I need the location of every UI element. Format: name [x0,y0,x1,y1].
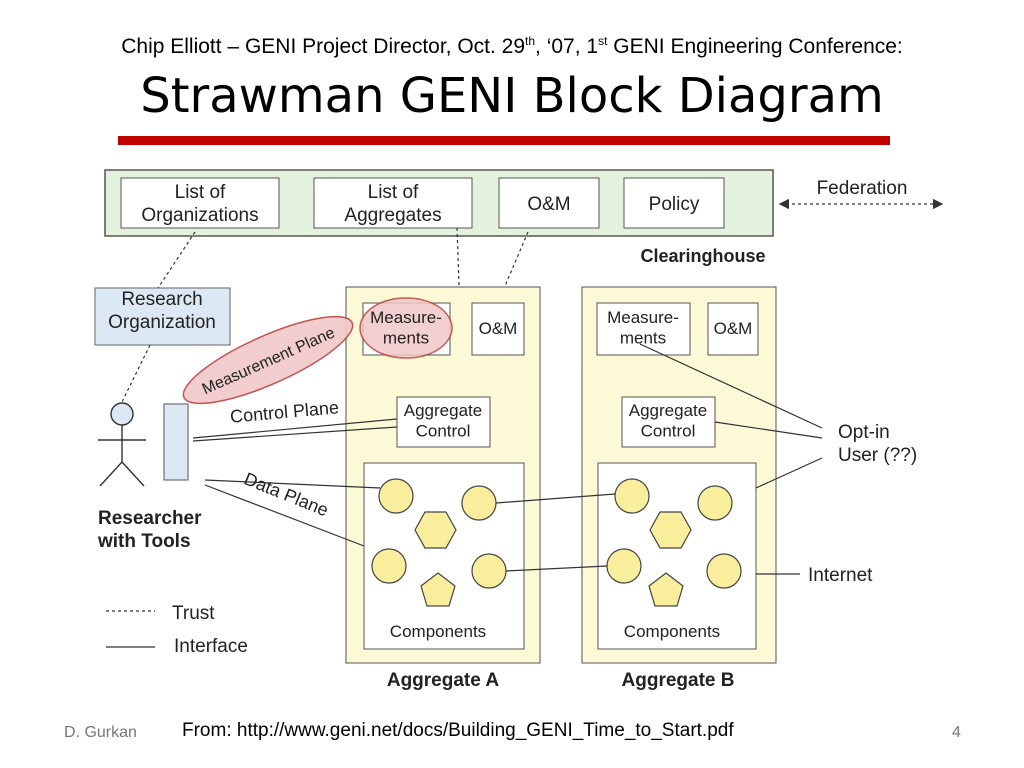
subtitle-part: , ‘07, 1 [535,35,599,58]
aggregate-b-om-label: O&M [714,319,753,338]
component-node [614,478,650,514]
aggregate-a-om-label: O&M [479,319,518,338]
title-underline [118,136,890,145]
component-hexagon [414,511,457,549]
aggregate-b-measurements-box [596,302,691,356]
footer-page-number: 4 [952,724,961,741]
clearinghouse-label: Clearinghouse [640,246,765,266]
aggregate-a-control-box [396,396,491,448]
om-label: O&M [527,194,570,215]
component-node [471,553,507,589]
subtitle-sup: th [525,34,536,48]
policy-label: Policy [649,194,700,215]
aggregate-a-components-label: Components [390,622,486,641]
component-node [706,553,742,589]
trust-link-researcher [121,344,151,403]
subtitle-sup: st [598,34,608,48]
list-of-aggregates-box [313,177,473,229]
component-node [697,485,733,521]
aggregate-a-label: Aggregate A [387,670,500,691]
component-node [371,548,407,584]
federation-label: Federation [817,178,908,199]
component-node [378,478,414,514]
researcher-tools-box [163,403,189,481]
component-pentagon [420,572,456,607]
legend-interface-label: Interface [174,636,248,657]
researcher-figure [98,402,146,487]
component-node [606,548,642,584]
list-of-organizations-box [120,177,280,229]
control-plane-label: Control Plane [229,397,339,426]
aggregate-a-nodes [371,478,507,607]
component-node [461,485,497,521]
aggregate-b-components-label: Components [624,622,720,641]
interface-lines [192,343,823,575]
trust-link-org [157,231,196,289]
subtitle-part: Chip Elliott – GENI Project Director, Oc… [121,35,526,58]
component-hexagon [649,511,692,549]
slide-subtitle: Chip Elliott – GENI Project Director, Oc… [0,34,1024,59]
aggregate-b-measurements-label: Measure-ments [607,308,679,348]
policy-box [623,177,725,229]
om-box [498,177,600,229]
aggregate-b-nodes [606,478,742,607]
research-organization-box [94,287,231,346]
data-plane-label: Data Plane [241,468,331,520]
footer-source: From: http://www.geni.net/docs/Building_… [182,720,734,741]
aggregate-a-om-box [471,302,525,356]
internet-label: Internet [808,565,873,586]
component-pentagon [648,572,684,607]
aggregate-a-measurements-label: Measure-ments [370,308,442,348]
aggregate-b-label: Aggregate B [622,670,735,691]
footer-author: D. Gurkan [64,724,137,741]
subtitle-part: GENI Engineering Conference: [607,35,903,58]
slide-title: Strawman GENI Block Diagram [140,68,884,124]
aggregate-b-om-box [707,302,759,356]
legend-trust-label: Trust [172,603,215,624]
